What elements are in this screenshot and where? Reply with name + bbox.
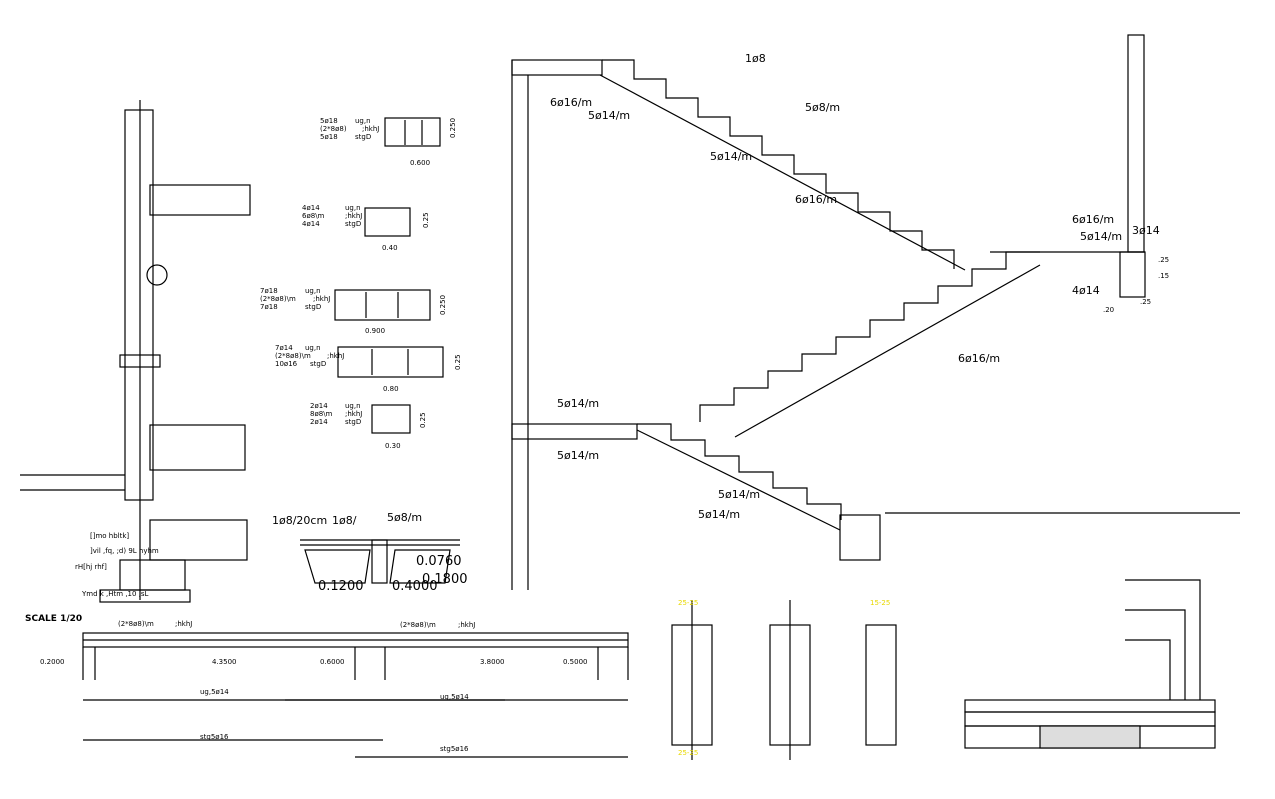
rib-label-2: 1ø8/ <box>332 514 357 527</box>
beam3-stirrup-tag: ;hkhJ <box>313 295 330 303</box>
beam1-stirrup-tag: ;hkhJ <box>362 125 379 133</box>
beam4-top: 7ø14 <box>275 344 293 352</box>
cb-stirrup-tag-1: ;hkhJ <box>175 620 192 628</box>
beam3-top: 7ø18 <box>260 287 278 295</box>
detail-tag-1: 25-25 <box>678 599 698 607</box>
ground-slab <box>149 519 248 561</box>
beam1-top: 5ø18 <box>320 117 338 125</box>
rib-dim-3: 0.1200 <box>318 579 364 594</box>
beam2-top-tag: ug,n <box>345 204 361 212</box>
cb-dim-3: 0.6000 <box>320 658 345 666</box>
stair-label-2: 6ø16/m <box>550 96 592 109</box>
wall-label-3: rH[hj rhf] <box>75 563 107 571</box>
rib-label-3: 5ø8/m <box>387 511 422 524</box>
cb-dim-2: 4.3500 <box>212 658 237 666</box>
beam4-bottom: 10ø16 <box>275 360 298 368</box>
stair-label-14: 5ø14/m <box>718 488 760 501</box>
cb-bottom-bar-1: stg5ø16 <box>200 733 229 741</box>
beam5-stirrup-tag: ;hkhJ <box>345 410 362 418</box>
beam1-width: 0.600 <box>410 159 430 167</box>
beam4-bottom-tag: stgD <box>310 360 326 368</box>
rib-dim-2: 0.1800 <box>422 572 468 587</box>
beam4-height: 0.25 <box>454 354 462 370</box>
stair-label-10: 4ø14 <box>1072 284 1100 297</box>
beam1-bottom-tag: stgD <box>355 133 371 141</box>
beam4-top-tag: ug,n <box>305 344 321 352</box>
wall-column <box>124 109 154 501</box>
stair-label-13: 5ø14/m <box>557 449 599 462</box>
beam5-stirrup: 8ø8\m <box>310 410 333 418</box>
beam4-stirrup: (2*8ø8)\m <box>275 352 311 360</box>
stair-label-5: 5ø14/m <box>710 150 752 163</box>
cb-dim-1: 0.2000 <box>40 658 65 666</box>
beam5-top-tag: ug,n <box>345 402 361 410</box>
beam3-height: 0.250 <box>439 295 447 315</box>
stair-dim-2: .25 <box>1140 298 1151 306</box>
stair-flight <box>637 423 842 520</box>
wall-label-1: []mo hbltk] <box>90 532 129 540</box>
beam4-stirrup-tag: ;hkhJ <box>327 352 344 360</box>
beam2-height: 0.25 <box>422 212 430 228</box>
beam3-width: 0.900 <box>365 327 385 335</box>
beam2-width: 0.40 <box>382 244 398 252</box>
stair-label-3: 5ø14/m <box>588 109 630 122</box>
stair-label-6: 6ø16/m <box>795 193 837 206</box>
cb-stirrup-1: (2*8ø8)\m <box>118 620 154 628</box>
scale-label: SCALE 1/20 <box>25 614 82 624</box>
cb-stirrup-tag-2: ;hkhJ <box>458 621 475 629</box>
beam5-bottom: 2ø14 <box>310 418 328 426</box>
stair-label-11: 6ø16/m <box>958 352 1000 365</box>
beam2-bottom-tag: stgD <box>345 220 361 228</box>
detail-tag-2: 15-25 <box>870 599 890 607</box>
rib-dim-4: 0.4000 <box>392 579 438 594</box>
stair-label-1: 1ø8 <box>745 52 766 65</box>
beam2-bottom: 4ø14 <box>302 220 320 228</box>
beam1-height: 0.250 <box>449 118 457 138</box>
cb-top-bar-2: ug,5ø14 <box>440 693 469 701</box>
beam5-height: 0.25 <box>419 412 427 428</box>
beam1-bottom: 5ø18 <box>320 133 338 141</box>
rib-dim-1: 0.0760 <box>416 554 462 569</box>
stair-flight <box>602 59 955 269</box>
cb-stirrup-2: (2*8ø8)\m <box>400 621 436 629</box>
stair-label-9: 3ø14 <box>1132 224 1160 237</box>
beam5-bottom-tag: stgD <box>345 418 361 426</box>
beam2-stirrup: 6ø8\m <box>302 212 325 220</box>
cb-top-bar-1: ug,5ø14 <box>200 688 229 696</box>
wall-label-2: ]vil ,fq, ;d) 9L hyhm <box>90 547 159 555</box>
upper-slab <box>149 184 251 216</box>
beam3-top-tag: ug,n <box>305 287 321 295</box>
stair-label-12: 5ø14/m <box>557 397 599 410</box>
stair-label-7: 6ø16/m <box>1072 213 1114 226</box>
beam1-top-tag: ug,n <box>355 117 371 125</box>
stair-label-15: 5ø14/m <box>698 508 740 521</box>
beam2-top: 4ø14 <box>302 204 320 212</box>
beam3-stirrup: (2*8ø8)\m <box>260 295 296 303</box>
detail-tag-3: 25-25 <box>678 749 698 757</box>
stair-dim-3: .15 <box>1158 272 1169 280</box>
cb-bottom-bar-2: stg5ø16 <box>440 745 469 753</box>
stair-label-4: 5ø8/m <box>805 101 840 114</box>
beam5-width: 0.30 <box>385 442 401 450</box>
beam3-bottom: 7ø18 <box>260 303 278 311</box>
cb-dim-5: 0.5000 <box>563 658 588 666</box>
middle-slab <box>149 424 246 471</box>
stair-label-8: 5ø14/m <box>1080 230 1122 243</box>
stair-flight <box>699 251 1040 422</box>
beam2-stirrup-tag: ;hkhJ <box>345 212 362 220</box>
stair-dim-1: .20 <box>1103 306 1114 314</box>
beam5-top: 2ø14 <box>310 402 328 410</box>
wall-label-4: Ymd k ,Htm ,10 ,sL <box>81 590 149 598</box>
rib-label-1: 1ø8/20cm <box>272 514 327 527</box>
beam1-stirrup: (2*8ø8) <box>320 125 347 133</box>
cb-dim-4: 3.8000 <box>480 658 505 666</box>
beam3-bottom-tag: stgD <box>305 303 321 311</box>
stair-dim-4: .25 <box>1158 256 1169 264</box>
beam4-width: 0.80 <box>383 385 399 393</box>
